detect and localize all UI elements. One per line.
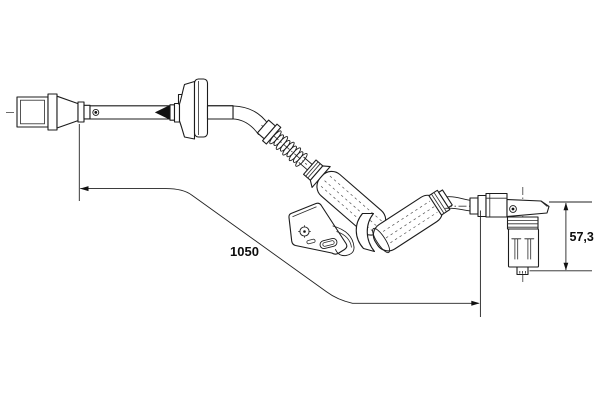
sensor-top-bracket — [506, 198, 550, 218]
firewall-grommet — [173, 78, 234, 140]
cable-clip-hole-icon — [92, 108, 100, 116]
bracket-slot-small — [306, 238, 316, 245]
sensor-body — [507, 228, 540, 268]
dimension-label-sensor-height: 57,3 — [570, 230, 594, 244]
sensor-screw-hole-icon — [509, 205, 517, 213]
dimension-arrow-up-icon — [563, 202, 569, 211]
bracket-slot-large — [319, 238, 338, 249]
dimension-cable-length: 1050 — [78, 124, 481, 317]
corrugated-tube — [269, 130, 308, 167]
sleeve-end-collar — [428, 189, 453, 216]
mounting-bracket — [288, 202, 348, 255]
dimension-arrow-left-icon — [80, 186, 89, 192]
junction-boot — [355, 212, 376, 253]
bracket-hole-icon — [298, 225, 311, 238]
dimension-arrow-right-icon — [471, 300, 480, 306]
sensor-tip — [516, 266, 529, 276]
dimension-sensor-height: 57,3 — [529, 201, 594, 272]
dimension-arrow-down-icon — [563, 262, 569, 271]
dimension-label-cable-length: 1050 — [230, 244, 259, 259]
cable-clamp-wedge-icon — [154, 104, 176, 121]
cable-bend — [232, 105, 269, 135]
crimp-collar — [303, 159, 331, 188]
abs-sensor-head — [469, 192, 550, 276]
connector-plug — [16, 93, 91, 131]
sensor-cable — [445, 196, 472, 212]
bracket-flange — [332, 225, 355, 257]
dimension-leader-line — [80, 188, 479, 304]
lower-cable-run — [372, 189, 453, 254]
sensor-neck-ribs — [506, 216, 539, 230]
